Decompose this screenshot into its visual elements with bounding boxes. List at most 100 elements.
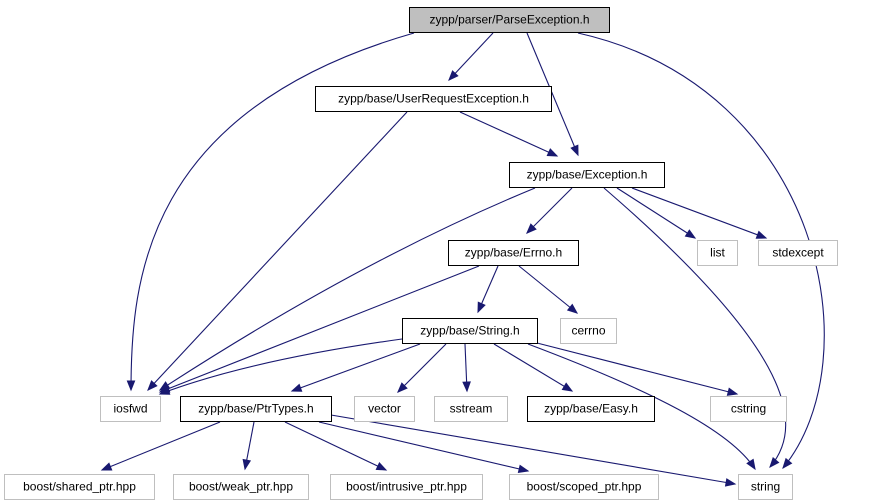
node-box [434, 396, 508, 422]
node-label: boost/shared_ptr.hpp [23, 480, 136, 494]
arrowhead [566, 303, 579, 314]
node-scoped-ptr: boost/scoped_ptr.hpp [509, 474, 659, 500]
node-box [402, 318, 538, 344]
edge-exception-to-string [603, 187, 787, 469]
edge-ptrtypes-to-string [330, 414, 737, 487]
node-sstream: sstream [434, 396, 508, 422]
edge-line [130, 32, 415, 391]
edge-string_h-to-easy [493, 343, 574, 392]
edge-exception-to-stdexcept [631, 187, 768, 239]
node-cerrno: cerrno [560, 318, 617, 344]
node-list: list [697, 240, 738, 266]
edge-exception-to-list [616, 187, 697, 239]
node-shared-ptr: boost/shared_ptr.hpp [4, 474, 155, 500]
edge-parseexception-to-string [577, 32, 825, 470]
node-box [100, 396, 161, 422]
node-string-h[interactable]: zypp/base/String.h [402, 318, 538, 344]
node-stdexcept: stdexcept [758, 240, 838, 266]
arrowhead [724, 478, 737, 487]
node-label: cstring [731, 402, 766, 416]
edge-parseexception-to-iosfwd [126, 32, 415, 392]
arrowhead [782, 457, 793, 470]
edge-parseexception-to-exception [526, 32, 579, 157]
node-label: boost/intrusive_ptr.hpp [346, 480, 467, 494]
node-cstring: cstring [710, 396, 787, 422]
node-errno[interactable]: zypp/base/Errno.h [448, 240, 579, 266]
node-label: zypp/base/UserRequestException.h [338, 92, 529, 106]
node-box [315, 86, 552, 112]
arrowhead [517, 464, 530, 474]
edge-string_h-to-ptrtypes [290, 343, 421, 392]
arrowhead [290, 383, 303, 392]
node-exception[interactable]: zypp/base/Exception.h [509, 162, 665, 188]
node-easy[interactable]: zypp/base/Easy.h [527, 396, 655, 422]
node-box [409, 7, 610, 33]
arrowhead [375, 462, 388, 471]
node-box [354, 396, 415, 422]
edge-userrequestexception-to-iosfwd [147, 111, 408, 391]
arrowhead [769, 456, 780, 469]
arrowhead [100, 462, 113, 471]
edge-line [159, 265, 480, 393]
edge-line [603, 187, 787, 468]
node-label: zypp/parser/ParseException.h [429, 13, 589, 27]
edge-ptrtypes-to-shared_ptr [100, 421, 221, 471]
arrowhead [397, 382, 408, 393]
arrowhead [526, 223, 537, 234]
edge-line [526, 187, 573, 234]
edge-line [616, 187, 696, 239]
arrowhead [546, 148, 559, 157]
edge-userrequestexception-to-exception [459, 111, 559, 157]
node-box [758, 240, 838, 266]
node-parseexception: zypp/parser/ParseException.h [409, 7, 610, 33]
node-label: zypp/base/Easy.h [544, 402, 638, 416]
node-weak-ptr: boost/weak_ptr.hpp [173, 474, 309, 500]
edge-line [526, 32, 579, 156]
edge-errno-to-string_h [477, 265, 499, 314]
node-label: cerrno [571, 324, 605, 338]
edge-line [330, 414, 736, 485]
node-box [527, 396, 655, 422]
node-label: list [710, 246, 725, 260]
edge-string_h-to-vector [397, 343, 447, 393]
node-label: iosfwd [113, 402, 147, 416]
edge-line [291, 343, 421, 392]
node-label: zypp/base/String.h [420, 324, 519, 338]
node-box [448, 240, 579, 266]
node-label: zypp/base/PtrTypes.h [198, 402, 313, 416]
edge-line [159, 338, 403, 395]
edge-errno-to-cerrno [518, 265, 579, 314]
node-label: sstream [450, 402, 493, 416]
arrowhead [570, 144, 579, 157]
arrowhead [462, 381, 471, 393]
node-label: stdexcept [772, 246, 824, 260]
node-vector: vector [354, 396, 415, 422]
edge-line [577, 32, 825, 469]
arrowhead [158, 386, 171, 395]
edges-layer [100, 32, 825, 487]
node-label: zypp/base/Exception.h [527, 168, 648, 182]
arrowhead [684, 229, 697, 239]
edge-string_h-to-string [527, 343, 756, 471]
arrowhead [448, 70, 459, 81]
arrowhead [126, 380, 136, 392]
arrowhead [147, 380, 158, 391]
edge-line [631, 187, 767, 239]
edge-exception-to-iosfwd [158, 187, 536, 391]
node-userrequestexception[interactable]: zypp/base/UserRequestException.h [315, 86, 552, 112]
node-box [560, 318, 617, 344]
node-ptrtypes[interactable]: zypp/base/PtrTypes.h [180, 396, 332, 422]
edge-ptrtypes-to-intrusive_ptr [284, 421, 388, 471]
edge-line [527, 343, 756, 470]
node-box [509, 474, 659, 500]
node-label: boost/weak_ptr.hpp [189, 480, 293, 494]
node-box [4, 474, 155, 500]
edge-line [284, 421, 387, 471]
edge-line [493, 343, 573, 392]
edge-line [448, 32, 494, 81]
edge-line [459, 111, 558, 157]
arrowhead [755, 230, 768, 239]
edge-parseexception-to-userrequestexception [448, 32, 494, 81]
node-string: string [738, 474, 793, 500]
